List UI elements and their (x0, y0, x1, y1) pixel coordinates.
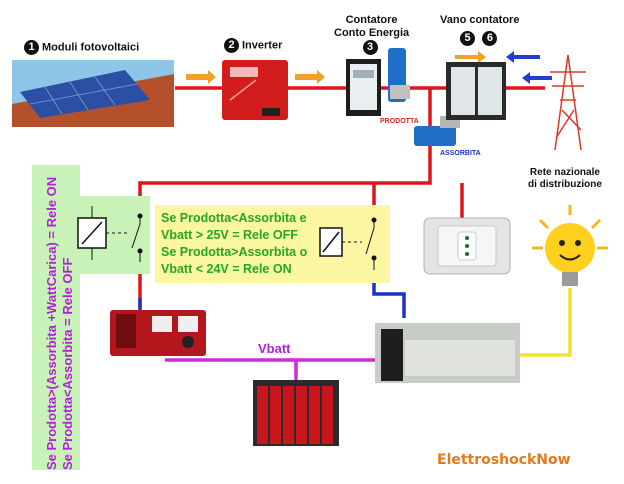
right-rule-line3: Se Prodotta>Assorbita o (161, 245, 308, 259)
orange-arrow-2 (295, 70, 325, 84)
marker-5: 5 (460, 31, 475, 47)
inverter-image (222, 60, 288, 120)
yellow-lamp-line (510, 288, 572, 357)
right-rule-line4: Vbatt < 24V = Rele ON (161, 262, 292, 276)
label-rete-line2: di distribuzione (528, 179, 602, 190)
marker-1: 1 (24, 40, 39, 55)
marker-2: 2 (224, 38, 239, 53)
label-contatore-line2: Conto Energia (334, 27, 410, 39)
battery-charger-image (110, 310, 206, 356)
wall-socket-image (423, 217, 511, 275)
right-rule-line2: Vbatt > 25V = Rele OFF (161, 228, 298, 242)
label-vbatt: Vbatt (258, 341, 291, 356)
right-rule-text: Se Prodotta<Assorbita e Vbatt > 25V = Re… (161, 210, 307, 278)
label-rete: Rete nazionale di distribuzione (528, 167, 602, 191)
battery-bank-image (253, 380, 339, 446)
label-vano: Vano contatore (440, 14, 520, 26)
brand-watermark: ElettroshockNow (437, 452, 571, 468)
power-pylon-image (550, 54, 586, 151)
marker-6: 6 (482, 31, 498, 47)
light-bulb-image (532, 205, 608, 286)
label-prodotta: PRODOTTA (380, 118, 419, 125)
marker-3: 3 (362, 40, 378, 55)
right-rule-panel (155, 205, 390, 283)
label-contatore-line1: Contatore (345, 14, 398, 26)
current-clamp-prodotta (388, 48, 410, 102)
right-rule-line1: Se Prodotta<Assorbita e (161, 211, 307, 225)
left-rule-line1: Se Prodotta>(Assorbita +WattCarica) = Re… (44, 176, 59, 470)
label-assorbita: ASSORBITA (440, 150, 481, 157)
label-rete-line1: Rete nazionale (529, 167, 600, 178)
meter-conto-energia-image (346, 59, 381, 116)
blue-arrow-1 (506, 51, 540, 63)
markers-5-6: 5 6 (460, 30, 500, 48)
blue-arrow-2 (522, 72, 552, 84)
right-relay-symbol (319, 217, 377, 270)
current-clamp-assorbita (414, 116, 460, 146)
left-relay-symbol (77, 206, 143, 262)
left-rule-line2: Se Prodotta<Assorbita = Rele OFF (60, 257, 75, 470)
orange-arrow-4 (455, 51, 486, 63)
orange-arrow-1 (186, 70, 216, 84)
label-contatore: Contatore Conto Energia 3 (334, 14, 409, 55)
left-relay-panel (70, 196, 150, 274)
label-inverter-text: Inverter (242, 39, 283, 52)
solar-panel-image (12, 60, 174, 127)
label-moduli-text: Moduli fotovoltaici (42, 41, 140, 54)
inverter-charger-image (375, 323, 520, 383)
meter-cabinet-image (446, 62, 506, 120)
